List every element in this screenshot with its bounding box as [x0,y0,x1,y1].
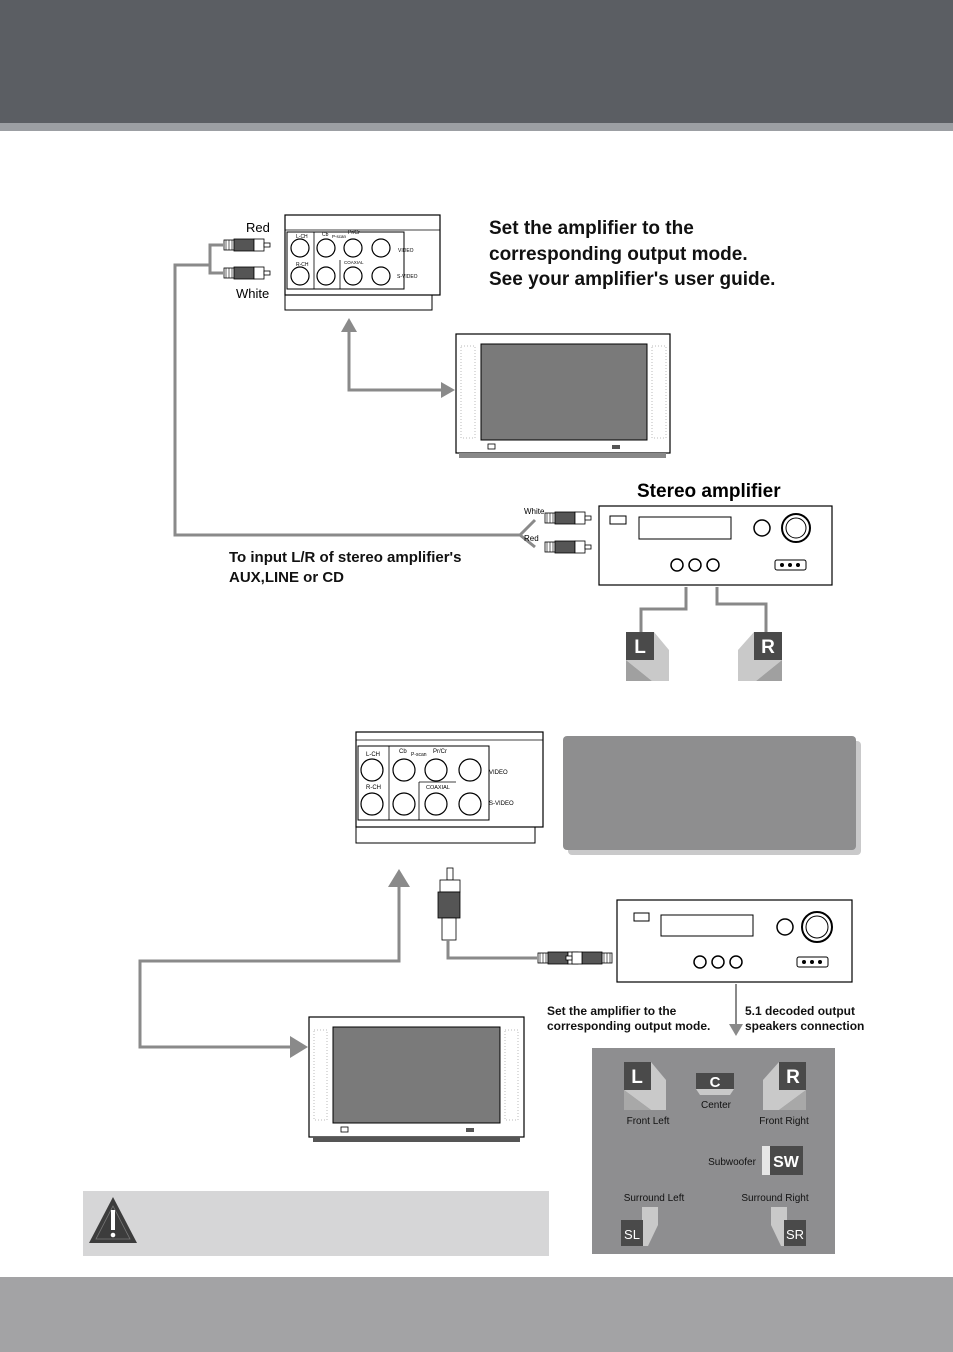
svg-text:L-CH: L-CH [296,234,308,240]
svg-text:Cb: Cb [399,749,407,755]
page-footer-band [0,1277,953,1352]
svg-text:P-scan: P-scan [411,752,427,758]
front-right-label: Front Right [759,1116,809,1127]
surround-left-label: Surround Left [624,1193,685,1204]
top-tv [455,333,671,458]
center-label: Center [701,1100,732,1111]
svg-text:R-CH: R-CH [366,785,381,791]
page-header-band [0,0,953,123]
bottom-tv [308,1016,525,1142]
svg-text:P-scan: P-scan [332,234,347,239]
svg-text:VIDEO: VIDEO [398,248,414,254]
top-speaker-right: R [738,632,782,681]
bottom-video-arrow [138,885,401,1049]
bottom-player-back-panel: L-CH R-CH Cb P-scan Pr/Cr COAXIAL VIDEO … [355,731,544,844]
white-plug [223,266,271,280]
svg-text:VIDEO: VIDEO [489,770,508,776]
surround-right-label: Surround Right [741,1193,808,1204]
speaker-front-right: R [763,1062,806,1110]
svg-text:COAXIAL: COAXIAL [426,785,450,791]
svg-text:R: R [786,1067,800,1088]
bottom-amplifier [616,899,853,983]
svg-text:C: C [710,1074,721,1091]
white-label: White [236,286,269,301]
speaker-center: C [696,1073,734,1095]
header-accent-stripe [0,123,953,131]
svg-text:S-VIDEO: S-VIDEO [489,801,514,807]
svg-text:S-VIDEO: S-VIDEO [397,274,418,280]
top-video-arrow [347,330,443,392]
svg-text:White: White [524,507,545,516]
info-box [563,736,856,850]
warning-triangle-icon [89,1197,137,1243]
svg-text:R-CH: R-CH [296,262,309,268]
svg-text:SW: SW [773,1154,800,1171]
red-plug [223,238,271,252]
amplifier-instruction: Set the amplifier to the corresponding o… [489,218,776,290]
svg-text:R: R [761,637,775,658]
stereo-amplifier-title: Stereo amplifier [637,481,781,502]
subwoofer-label: Subwoofer [708,1157,756,1168]
svg-text:L-CH: L-CH [366,752,380,758]
coaxial-plug [437,867,461,941]
front-left-label: Front Left [627,1116,670,1127]
top-player-back-panel: L-CH R-CH Cb P-scan Pr/Cr COAXIAL VIDEO … [284,214,441,311]
svg-text:Red: Red [524,534,539,543]
svg-text:Cb: Cb [322,232,329,238]
svg-text:Pr/Cr: Pr/Cr [348,230,360,236]
speaker-surround-right: SR [771,1207,806,1246]
svg-text:L: L [634,637,646,658]
stereo-input-note: To input L/R of stereo amplifier's AUX,L… [229,549,462,586]
speaker-front-left: L [624,1062,666,1110]
speaker-surround-left: SL [621,1207,658,1246]
red-label: Red [246,220,270,235]
svg-text:SL: SL [624,1227,640,1242]
speaker-subwoofer: SW [762,1146,803,1175]
warning-box [83,1191,549,1256]
top-speaker-left: L [626,632,669,681]
svg-text:L: L [631,1067,643,1088]
stereo-amplifier [598,505,833,586]
svg-text:Pr/Cr: Pr/Cr [433,749,447,755]
decoded-output-note: 5.1 decoded output speakers connection [745,1004,865,1033]
svg-text:COAXIAL: COAXIAL [344,260,364,265]
bottom-amp-note: Set the amplifier to the corresponding o… [547,1004,711,1033]
svg-text:SR: SR [786,1227,804,1242]
